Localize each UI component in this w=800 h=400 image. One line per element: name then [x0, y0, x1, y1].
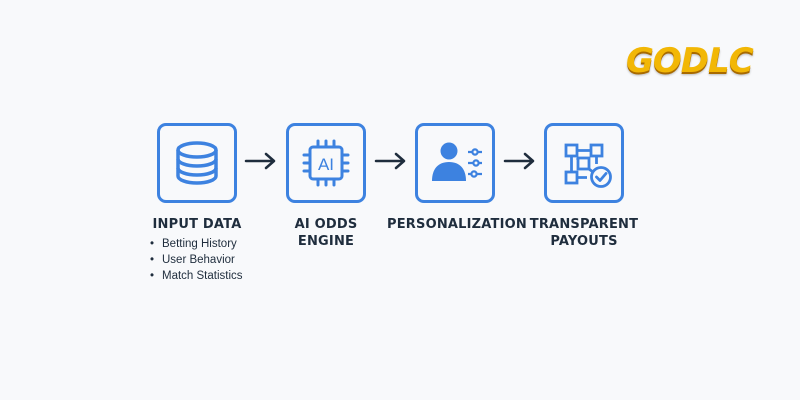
transparent-payouts-box	[544, 123, 624, 203]
user-settings-icon	[432, 142, 482, 181]
input-data-box	[157, 123, 237, 203]
stage-title-ai-odds-engine: AI ODDS ENGINE	[294, 217, 358, 249]
database-icon	[176, 141, 218, 185]
input-data-list: Betting History User Behavior Match Stat…	[150, 236, 243, 284]
ai-chip-icon: AI	[302, 139, 350, 187]
arrow-icon	[374, 152, 406, 170]
arrow-icon	[244, 152, 276, 170]
list-item: Match Statistics	[150, 268, 243, 284]
ai-odds-engine-box: AI	[286, 123, 366, 203]
logo-text: GODLC	[626, 41, 754, 81]
list-item: Betting History	[150, 236, 243, 252]
list-item: User Behavior	[150, 252, 243, 268]
godlc-logo: GODLC	[626, 40, 762, 82]
personalization-box	[415, 123, 495, 203]
stage-title-transparent-payouts: TRANSPARENT PAYOUTS	[529, 217, 639, 249]
stage-title-personalization: PERSONALIZATION	[386, 217, 527, 232]
stage-title-input-data: INPUT DATA	[152, 217, 242, 232]
chip-label: AI	[318, 155, 334, 174]
flow-check-icon	[564, 143, 612, 188]
arrow-icon	[503, 152, 535, 170]
